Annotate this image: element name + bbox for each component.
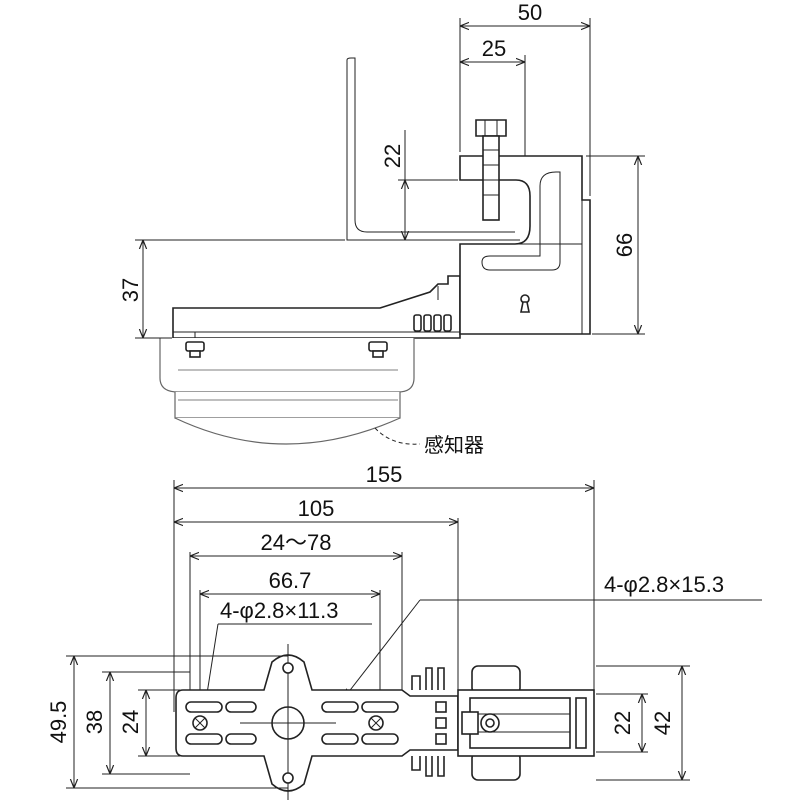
bolt bbox=[475, 119, 507, 221]
hole-spec-clamp: 4-φ2.8×15.3 bbox=[604, 572, 724, 597]
dim-clamp-outer: 42 bbox=[650, 711, 675, 735]
dim-bolt-height: 22 bbox=[380, 144, 405, 168]
dim-adjust-range: 24～78 bbox=[261, 530, 332, 555]
side-view: 感知器 50 25 22 66 37 bbox=[118, 0, 645, 457]
dim-plate-length: 105 bbox=[298, 496, 335, 521]
sensor-label: 感知器 bbox=[424, 433, 484, 457]
clamp-plan bbox=[457, 665, 595, 781]
dim-hole-pitch: 66.7 bbox=[269, 568, 312, 593]
plan-view: 155 105 24～78 66.7 4-φ2.8×11.3 4-φ2.8×15… bbox=[46, 462, 762, 800]
dim-height-outer: 49.5 bbox=[46, 701, 71, 744]
ceiling-plate bbox=[346, 60, 520, 241]
clamp-body bbox=[459, 155, 591, 335]
dim-overall-length: 155 bbox=[366, 462, 403, 487]
dim-height-inner: 24 bbox=[118, 710, 143, 734]
sensor bbox=[159, 338, 415, 445]
dim-clamp-inner: 22 bbox=[610, 711, 635, 735]
dim-width-bolt: 25 bbox=[482, 36, 506, 61]
hole-spec-plate: 4-φ2.8×11.3 bbox=[220, 598, 338, 623]
dim-width-total: 50 bbox=[518, 0, 542, 25]
dim-base-height: 37 bbox=[118, 278, 143, 302]
dim-height-mid: 38 bbox=[82, 710, 107, 734]
dim-clamp-height: 66 bbox=[612, 233, 637, 257]
